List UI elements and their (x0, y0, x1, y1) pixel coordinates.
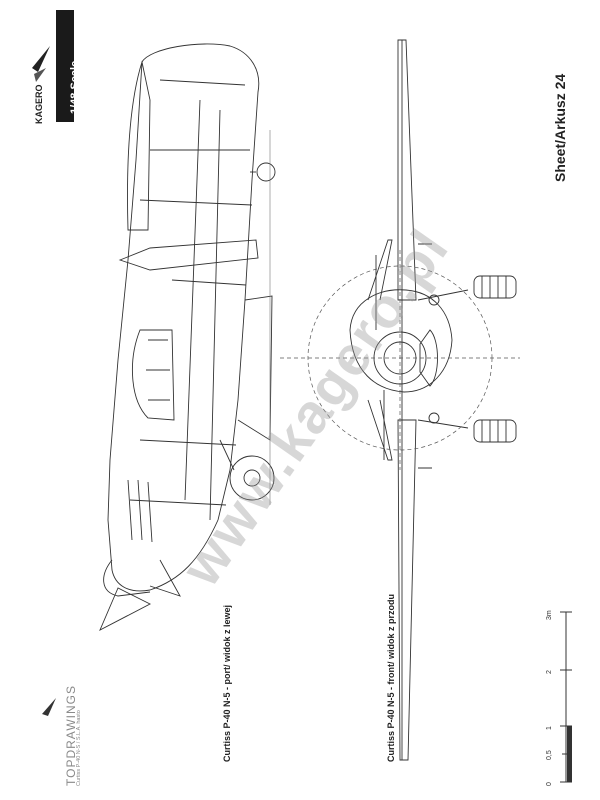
canopy (131, 329, 175, 421)
scale-tick-0: 0 (546, 782, 553, 786)
front-fuselage (349, 289, 453, 393)
scale-tick-2: 2 (546, 670, 553, 674)
propeller (99, 559, 181, 631)
series-brand: TOPDRAWINGS Curtiss P-40 N-S / S.L.A. ha… (34, 685, 84, 790)
fuselage-outline (107, 43, 260, 592)
front-wheel-left (473, 275, 517, 299)
horizontal-stabilizer (118, 239, 259, 271)
main-wheel (229, 455, 275, 501)
front-wheel-right (473, 419, 517, 443)
front-wing-lower (397, 419, 417, 761)
kagero-logo: KAGERO (28, 38, 54, 128)
spinner (103, 559, 151, 597)
tail-fin (127, 60, 151, 231)
series-bird-icon (42, 698, 56, 716)
kagero-bird-icon (32, 46, 50, 82)
front-wing-upper (397, 39, 417, 301)
scale-tick-3m: 3m (546, 610, 553, 620)
scale-tick-1: 1 (546, 726, 553, 730)
scale-badge: 1/48 Scale (56, 10, 81, 122)
scale-tick-0-5: 0,5 (546, 750, 553, 760)
tail-wheel (256, 162, 276, 182)
